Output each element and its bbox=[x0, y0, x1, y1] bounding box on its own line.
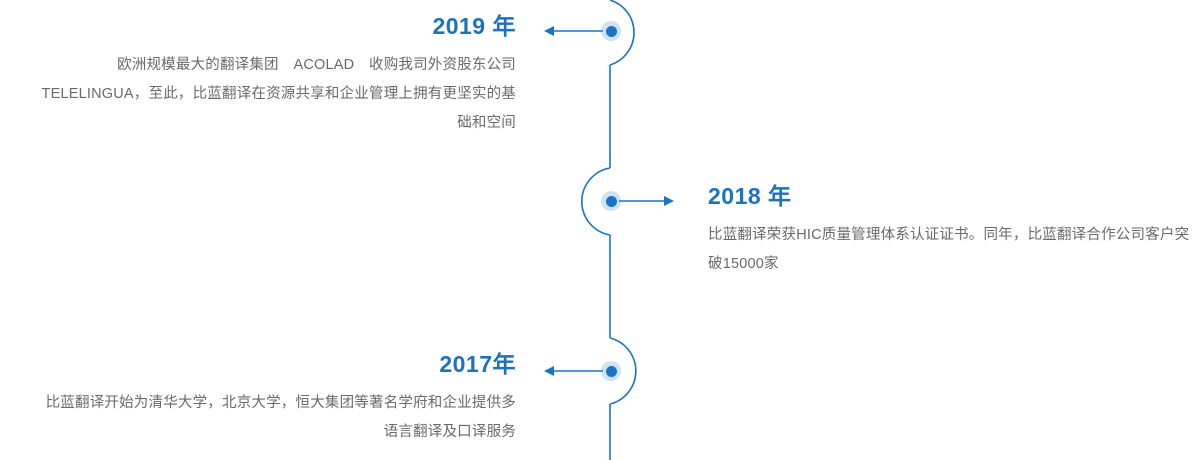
spine-arc-2017 bbox=[609, 337, 637, 405]
spine-arc-2018 bbox=[581, 167, 611, 236]
milestone-dot-2017[interactable] bbox=[601, 361, 621, 381]
milestone-block-2017: 2017年 比蓝翻译开始为清华大学，北京大学，恒大集团等著名学府和企业提供多语言… bbox=[36, 351, 516, 447]
connector-arrow-2018 bbox=[619, 196, 674, 206]
connector-arrow-2017 bbox=[544, 366, 603, 376]
spine-arc-2019 bbox=[609, 0, 635, 66]
milestone-year-2018: 2018 年 bbox=[708, 183, 792, 209]
milestone-block-2019: 2019 年 欧洲规模最大的翻译集团 ACOLAD 收购我司外资股东公司TELE… bbox=[36, 13, 516, 138]
milestone-year-2017: 2017年 bbox=[439, 351, 516, 377]
milestone-description-2018: 比蓝翻译荣获HIC质量管理体系认证证书。同年，比蓝翻译合作公司客户突破15000… bbox=[708, 227, 1190, 273]
milestone-block-2018: 2018 年 比蓝翻译荣获HIC质量管理体系认证证书。同年，比蓝翻译合作公司客户… bbox=[708, 183, 1198, 279]
milestone-dot-2019[interactable] bbox=[601, 21, 621, 41]
connector-arrow-2019 bbox=[544, 26, 603, 36]
milestone-description-2017: 比蓝翻译开始为清华大学，北京大学，恒大集团等著名学府和企业提供多语言翻译及口译服… bbox=[45, 395, 516, 441]
milestone-dot-2018[interactable] bbox=[601, 191, 621, 211]
milestone-year-2019: 2019 年 bbox=[432, 13, 516, 39]
milestone-description-2019: 欧洲规模最大的翻译集团 ACOLAD 收购我司外资股东公司TELELINGUA，… bbox=[41, 57, 516, 132]
